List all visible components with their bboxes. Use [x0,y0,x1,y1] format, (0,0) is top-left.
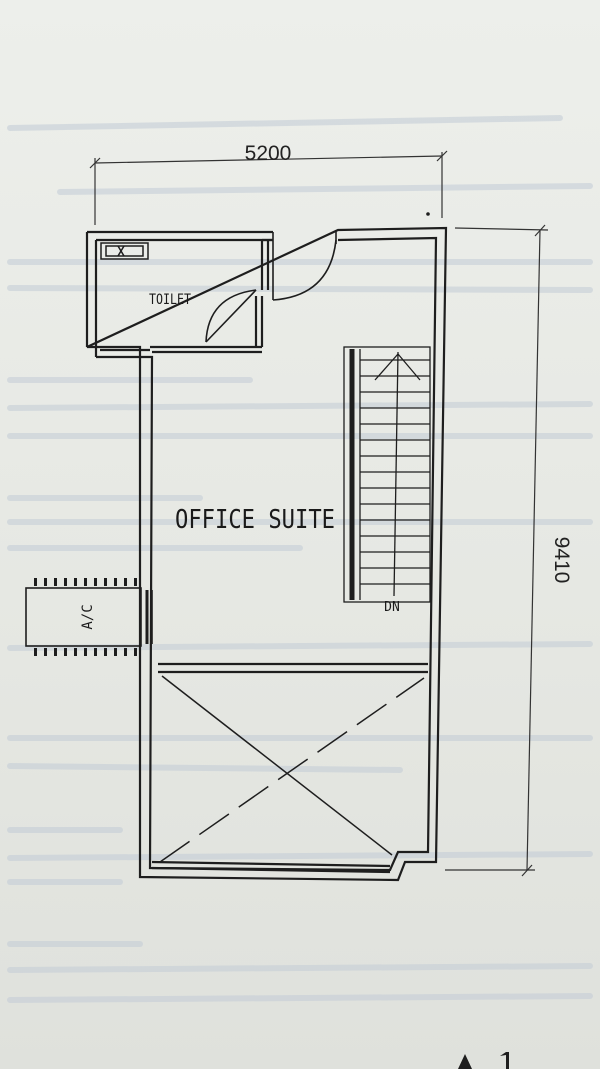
corner-mark [426,212,430,216]
show-through-lines [7,115,593,1003]
entry-door [272,230,337,301]
void-cross [159,675,425,863]
office-suite-label: OFFICE SUITE [175,505,335,535]
stair-direction-arrow-icon [374,351,421,597]
depth-dimension-label: 9410 [550,537,573,584]
toilet-door [205,289,257,343]
depth-dimension [445,224,549,877]
wc-fixture-icon [100,242,149,260]
stair-down-label: DN [384,600,400,615]
bottom-edge-caption-fragment [458,1052,509,1069]
staircase [343,346,431,603]
width-dimension [89,150,448,225]
toilet-label: TOILET [149,292,191,308]
exterior-walls [85,226,448,882]
ac-label: A/C [80,604,96,629]
width-dimension-label: 5200 [245,142,292,165]
ac-ledge [25,587,153,647]
ac-vents [34,578,137,656]
